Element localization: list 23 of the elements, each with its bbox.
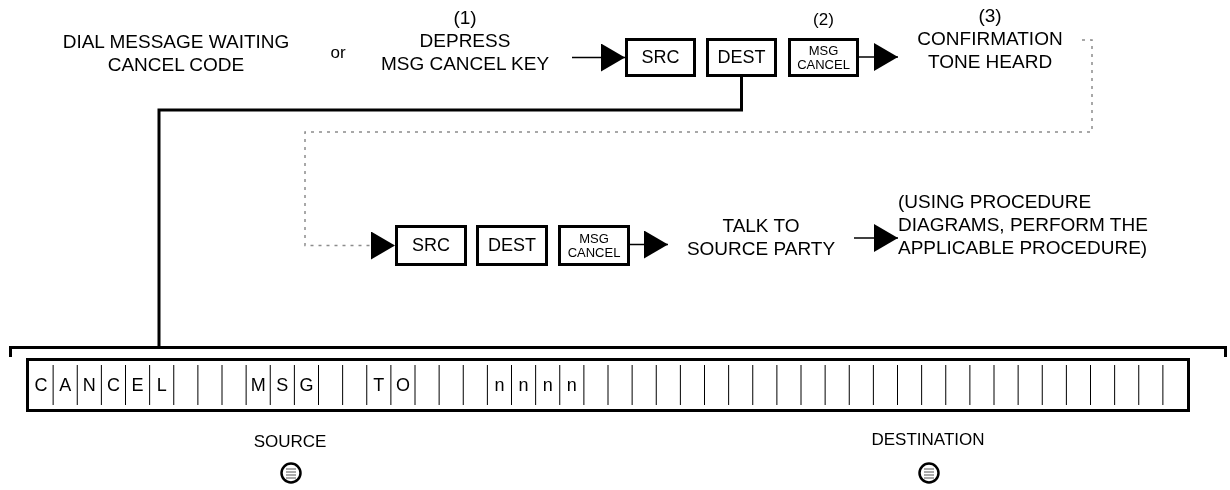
flow-arrow [304,39,1093,260]
step-text: DIAL MESSAGE WAITING CANCEL CODE [62,30,290,76]
keypad-key: MSG CANCEL [558,225,630,266]
keypad-key: MSG CANCEL [788,38,859,77]
flow-arrow [571,43,626,72]
keypad-key: DEST [476,225,548,266]
indicator-label: DESTINATION [870,430,986,450]
step-text: (USING PROCEDURE DIAGRAMS, PERFORM THE APPLICABLE PROCEDURE) [898,190,1148,259]
step-number: (2) [812,10,835,30]
keypad-key: DEST [706,38,777,77]
connector-line [157,77,743,346]
flow-arrow [853,224,899,252]
step-number: (3) [978,4,1002,27]
flow-arrow [629,230,669,259]
step-text: DEPRESS MSG CANCEL KEY [380,29,550,75]
connector-text: or [329,43,347,63]
keypad-key: SRC [395,225,467,266]
step-text: CONFIRMATION TONE HEARD [917,27,1063,73]
step-text: TALK TO SOURCE PARTY [686,214,836,260]
step-number: (1) [453,6,477,29]
flow-arrow [858,43,899,71]
keypad-key: SRC [625,38,696,77]
indicator-label: SOURCE [252,432,328,452]
